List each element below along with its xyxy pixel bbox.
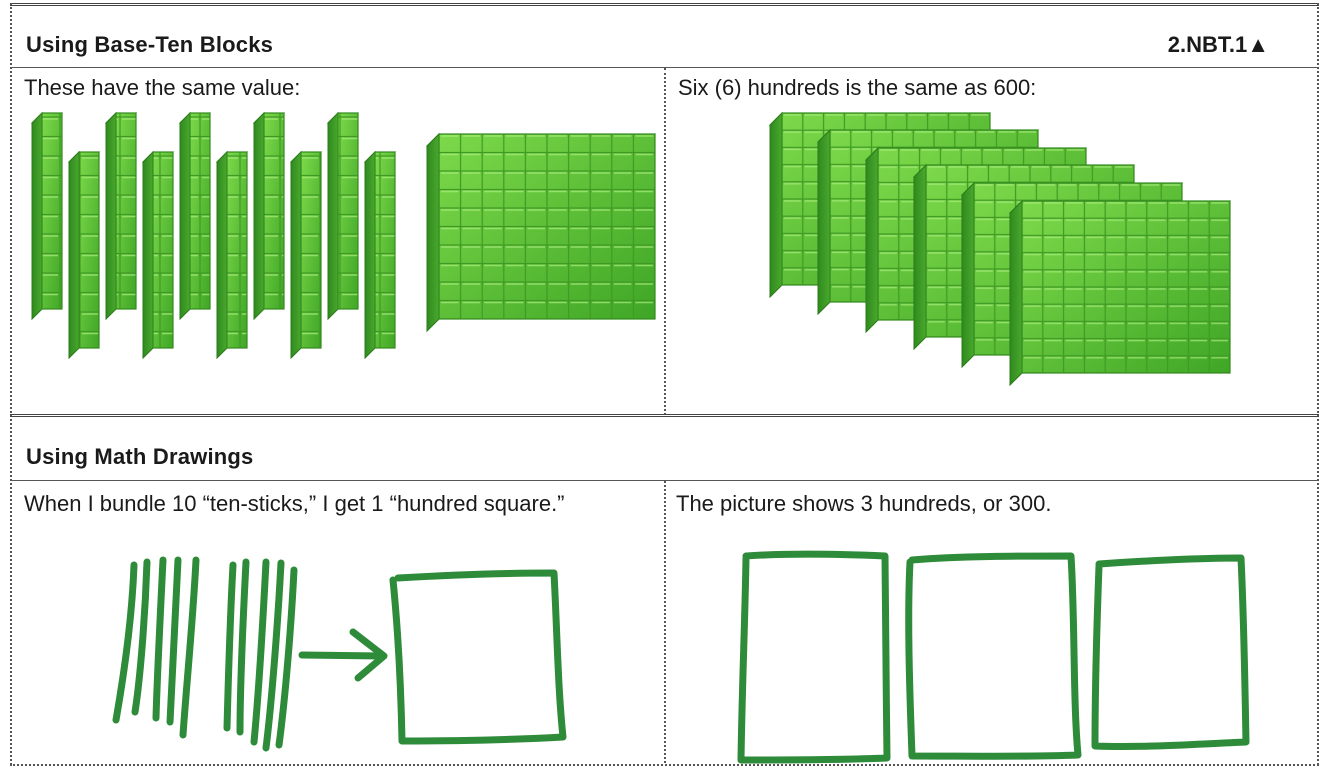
caption-same-value: These have the same value:: [24, 75, 301, 100]
header-divider: [10, 67, 1319, 68]
left-border: [10, 3, 12, 765]
section-title-drawings: Using Math Drawings: [26, 444, 254, 469]
ten-rod: [363, 150, 397, 360]
column-divider-2: [664, 481, 666, 763]
stick: [250, 558, 270, 746]
ten-rod: [178, 111, 212, 321]
hundred-flat: [425, 132, 657, 333]
stick: [112, 561, 138, 724]
right-border: [1317, 3, 1319, 765]
column-divider-1: [664, 68, 666, 415]
hundred-flat-block: [1008, 199, 1232, 387]
bottom-border: [10, 764, 1319, 766]
hundred-square-drawing: [389, 569, 567, 745]
three-squares-drawing: [737, 550, 1250, 764]
ten-rod: [289, 150, 323, 360]
header-divider-2: [10, 480, 1319, 481]
stick: [275, 566, 298, 749]
ten-rod: [67, 150, 101, 360]
stick: [152, 556, 167, 722]
stick: [166, 556, 182, 726]
caption-three-hundreds: The picture shows 3 hundreds, or 300.: [676, 491, 1052, 516]
arrow-drawing: [298, 628, 388, 682]
square-drawing: [737, 550, 891, 764]
caption-six-hundreds: Six (6) hundreds is the same as 600:: [678, 75, 1037, 100]
standard-code: 2.NBT.1▲: [1167, 32, 1269, 57]
section-title-base-ten: Using Base-Ten Blocks: [26, 32, 274, 57]
stick: [131, 558, 151, 716]
square-drawing: [1091, 554, 1250, 751]
section-header-drawings: Using Math Drawings: [10, 432, 1319, 482]
ten-rod: [104, 111, 138, 321]
stick: [236, 558, 250, 736]
ten-rod: [141, 150, 175, 360]
square-drawing: [905, 552, 1082, 760]
ten-rod: [215, 150, 249, 360]
stick: [223, 561, 237, 732]
caption-bundle: When I bundle 10 “ten-sticks,” I get 1 “…: [24, 491, 565, 516]
six-hundred-flats: [768, 111, 1232, 387]
hundred-flat-block: [425, 132, 657, 333]
ten-rods: [30, 111, 397, 360]
ten-rod: [326, 111, 360, 321]
ten-rod: [30, 111, 64, 321]
stick: [179, 556, 200, 739]
stick: [262, 559, 285, 752]
top-border: [10, 3, 1319, 6]
section-header-base-ten: Using Base-Ten Blocks 2.NBT.1▲: [10, 20, 1319, 70]
ten-sticks-drawing: [112, 556, 298, 752]
ten-rod: [252, 111, 286, 321]
section-divider: [10, 414, 1319, 417]
